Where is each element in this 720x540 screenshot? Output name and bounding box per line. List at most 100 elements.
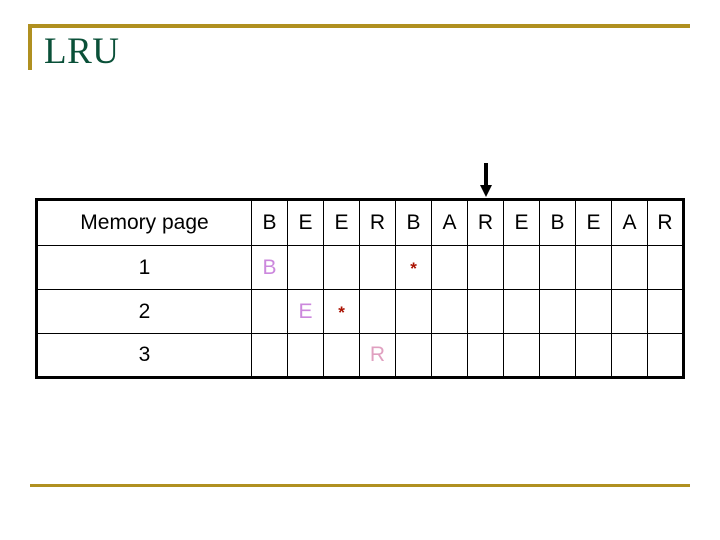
memory-cell (611, 289, 648, 334)
header-reference-cell: A (611, 199, 648, 246)
memory-cell (575, 289, 612, 334)
memory-cell (647, 245, 684, 290)
memory-cell (395, 333, 432, 378)
memory-cell (467, 245, 504, 290)
title-rule-horizontal (28, 24, 690, 28)
empty-cell-content (485, 273, 486, 274)
empty-cell-content (377, 317, 378, 318)
empty-cell-content (305, 273, 306, 274)
empty-cell-content (629, 317, 630, 318)
row-label-cell: 2 (36, 289, 252, 334)
asterisk-marker-icon: * (338, 302, 345, 322)
memory-cell (647, 289, 684, 334)
memory-cell: * (323, 289, 360, 334)
page-letter-glyph: B (262, 255, 277, 279)
page-letter-glyph: E (298, 299, 313, 323)
header-reference-cell: E (503, 199, 540, 246)
header-reference-cell: B (395, 199, 432, 246)
memory-cell (539, 333, 576, 378)
empty-cell-content (521, 317, 522, 318)
empty-cell-content (449, 360, 450, 361)
memory-cell (611, 245, 648, 290)
empty-cell-content (449, 273, 450, 274)
header-reference-cell: B (251, 199, 288, 246)
memory-cell (431, 245, 468, 290)
header-reference-cell: R (359, 199, 396, 246)
empty-cell-content (341, 273, 342, 274)
header-reference-cell: A (431, 199, 468, 246)
header-reference-cell: E (287, 199, 324, 246)
header-reference-cell: E (323, 199, 360, 246)
empty-cell-content (341, 360, 342, 361)
empty-cell-content (413, 317, 414, 318)
empty-cell-content (665, 273, 666, 274)
memory-cell (575, 245, 612, 290)
empty-cell-content (485, 360, 486, 361)
title-rule-vertical (28, 24, 32, 70)
memory-cell (251, 333, 288, 378)
header-reference-cell: R (467, 199, 504, 246)
empty-cell-content (377, 273, 378, 274)
asterisk-marker-icon: * (410, 258, 417, 278)
empty-cell-content (521, 273, 522, 274)
empty-cell-content (557, 317, 558, 318)
header-reference-cell: E (575, 199, 612, 246)
header-label-cell: Memory page (36, 199, 252, 246)
empty-cell-content (593, 360, 594, 361)
empty-cell-content (269, 360, 270, 361)
memory-cell (395, 289, 432, 334)
memory-cell (359, 245, 396, 290)
header-reference-cell: B (539, 199, 576, 246)
empty-cell-content (449, 317, 450, 318)
memory-cell (359, 289, 396, 334)
row-label-cell: 1 (36, 245, 252, 290)
empty-cell-content (485, 317, 486, 318)
page-letter-glyph: R (369, 343, 386, 366)
footer-rule (30, 484, 690, 487)
empty-cell-content (629, 273, 630, 274)
memory-cell: E (287, 289, 324, 334)
memory-cell: B (251, 245, 288, 290)
memory-cell (539, 289, 576, 334)
memory-cell (431, 289, 468, 334)
memory-cell (287, 245, 324, 290)
empty-cell-content (305, 360, 306, 361)
empty-cell-content (665, 360, 666, 361)
memory-cell (503, 289, 540, 334)
row-label-cell: 3 (36, 333, 252, 378)
memory-cell (647, 333, 684, 378)
empty-cell-content (557, 360, 558, 361)
memory-cell (323, 333, 360, 378)
memory-cell (467, 333, 504, 378)
page-title: LRU (44, 31, 120, 72)
empty-cell-content (557, 273, 558, 274)
empty-cell-content (593, 273, 594, 274)
memory-cell: R (359, 333, 396, 378)
down-arrow-icon (479, 163, 493, 198)
memory-cell (575, 333, 612, 378)
header-reference-cell: R (647, 199, 684, 246)
memory-cell (467, 289, 504, 334)
memory-cell (323, 245, 360, 290)
memory-cell (503, 245, 540, 290)
empty-cell-content (665, 317, 666, 318)
memory-cell (503, 333, 540, 378)
empty-cell-content (629, 360, 630, 361)
memory-cell: * (395, 245, 432, 290)
memory-cell (431, 333, 468, 378)
empty-cell-content (413, 360, 414, 361)
memory-cell (539, 245, 576, 290)
memory-cell (251, 289, 288, 334)
empty-cell-content (521, 360, 522, 361)
empty-cell-content (593, 317, 594, 318)
empty-cell-content (269, 317, 270, 318)
table-row: 2 E * (36, 289, 684, 334)
memory-cell (611, 333, 648, 378)
